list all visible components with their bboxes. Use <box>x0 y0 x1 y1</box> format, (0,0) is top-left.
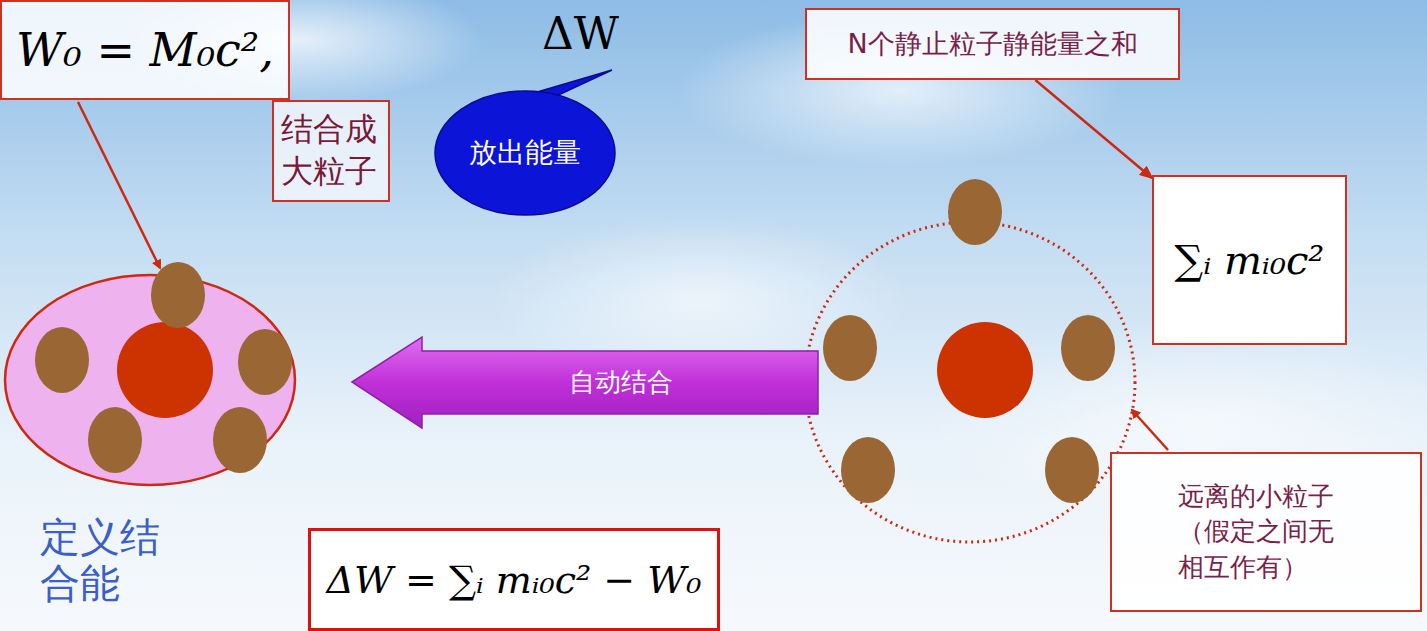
arrow-text: 自动结合 <box>569 365 673 400</box>
symbol-label: ΔW <box>542 8 619 59</box>
bubble-text: 放出能量 <box>435 134 615 172</box>
note-box: N个静止粒子静能量之和 <box>805 8 1180 80</box>
speech-bubble: ΔW 放出能量 <box>430 8 625 220</box>
leader-line <box>78 102 160 268</box>
separated-particles <box>805 179 1135 542</box>
block-arrow: 自动结合 <box>350 335 820 430</box>
formula-box: ΔW = ∑ᵢ mᵢ₀c² − W₀ <box>308 528 720 631</box>
connector-arrow <box>1035 80 1152 178</box>
big-particle <box>5 262 295 485</box>
note-box: 远离的小粒子 （假定之间无 相互作有） <box>1110 452 1422 612</box>
box-text: N个静止粒子静能量之和 <box>847 26 1137 62</box>
box-text: W₀ = M₀c², <box>16 23 274 77</box>
note-box: 结合成 大粒子 <box>272 100 390 202</box>
caption-label: 定义结 合能 <box>40 514 168 606</box>
box-text: ΔW = ∑ᵢ mᵢ₀c² − W₀ <box>326 558 701 602</box>
leader-line <box>1132 410 1168 450</box>
formula-box: ∑ᵢ mᵢ₀c² <box>1152 175 1347 345</box>
formula-box: W₀ = M₀c², <box>0 0 290 100</box>
box-text: 远离的小粒子 （假定之间无 相互作有） <box>1178 479 1354 584</box>
box-text: ∑ᵢ mᵢ₀c² <box>1175 237 1325 283</box>
box-text: 结合成 大粒子 <box>281 109 381 192</box>
